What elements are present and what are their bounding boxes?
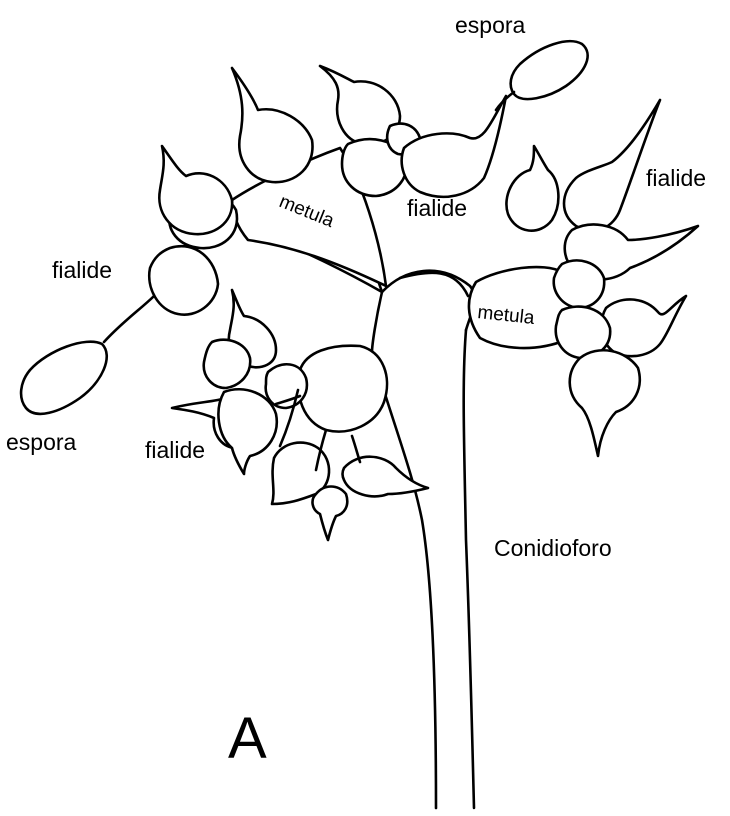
label-fialide-right: fialide [646, 165, 706, 191]
phialides-top-center [320, 66, 506, 197]
spore-left [21, 342, 107, 414]
label-conidioforo: Conidioforo [494, 535, 612, 561]
metula-lower-left [298, 346, 387, 432]
label-espora-top: espora [455, 12, 526, 38]
label-fialide-left: fialide [52, 257, 112, 283]
label-espora-left: espora [6, 429, 77, 455]
conidiophore-stalk [372, 271, 475, 808]
phialides-lower-left [172, 290, 428, 540]
spore-top [496, 41, 588, 110]
label-fialide-center: fialide [407, 195, 467, 221]
label-fialide-bottom: fialide [145, 437, 205, 463]
panel-letter: A [228, 706, 267, 771]
